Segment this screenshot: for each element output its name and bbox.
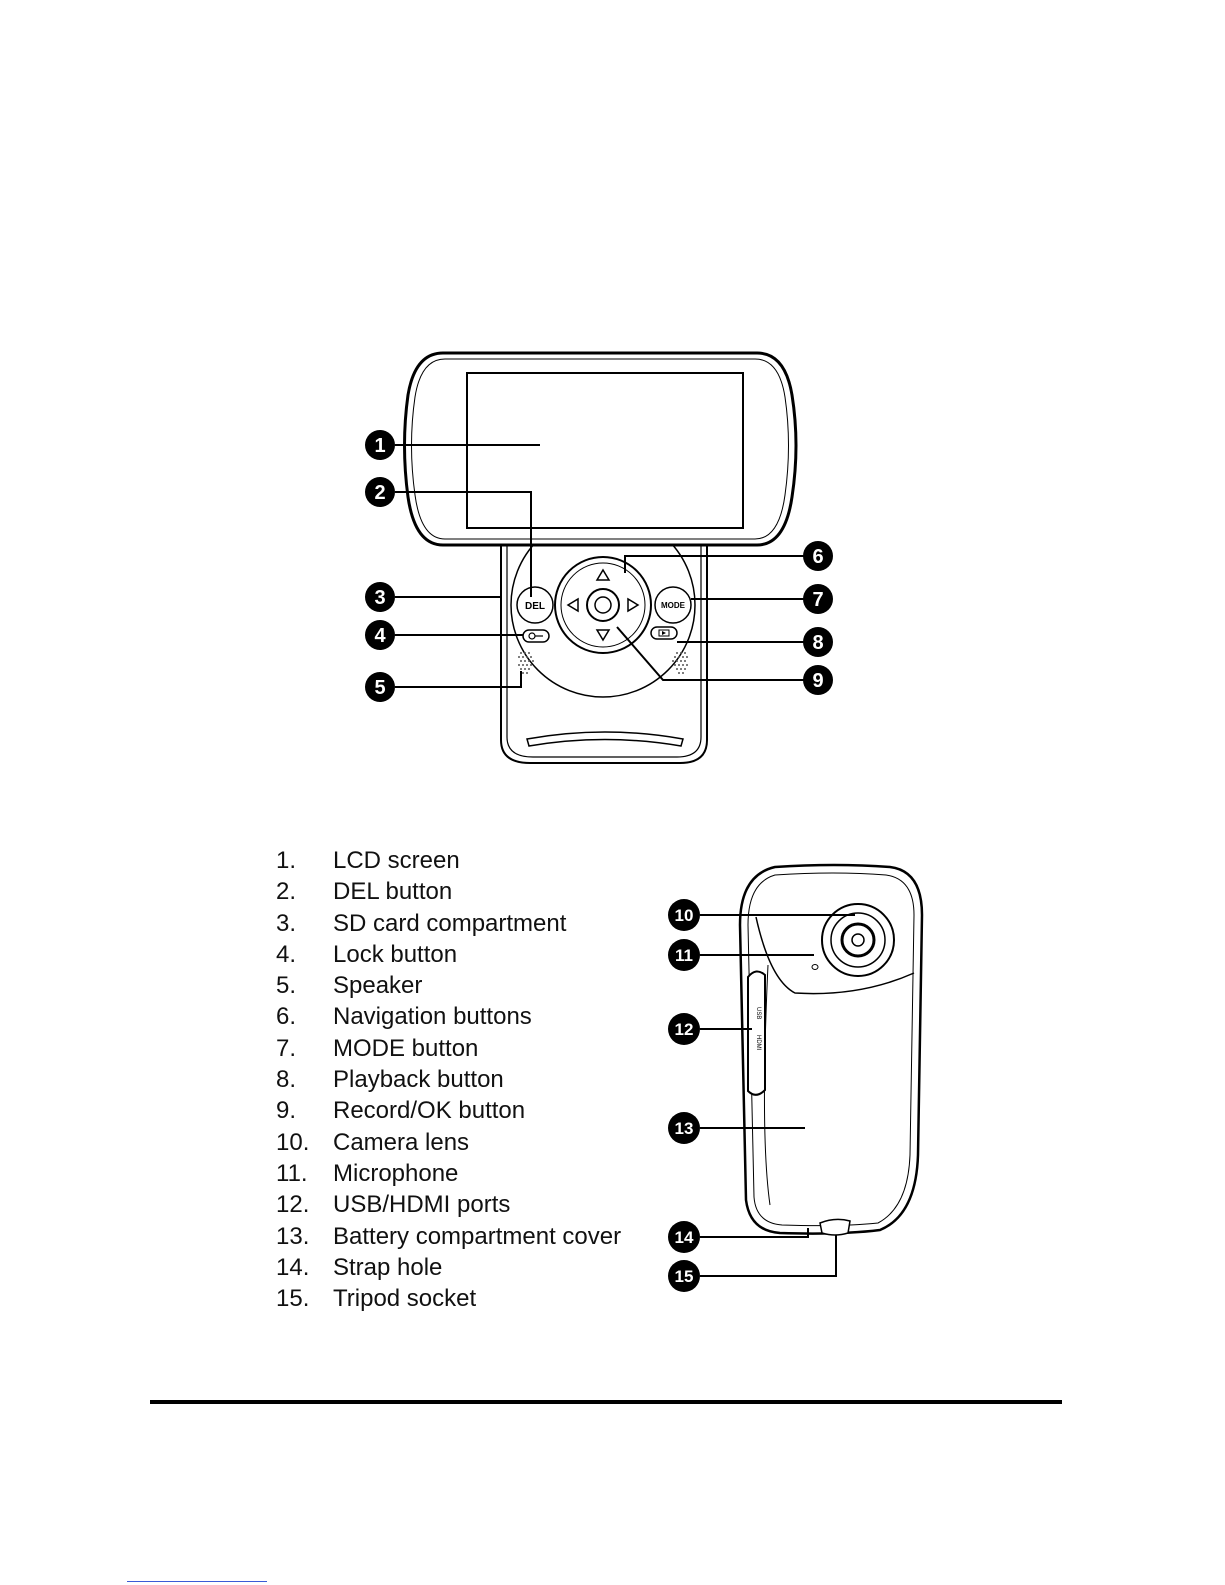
camera-back-diagram: USB HDMI 10 11 12 13 14 15 [668, 863, 924, 1292]
callout-12: 12 [668, 1013, 700, 1045]
svg-text:11: 11 [675, 946, 693, 965]
callout-5: 5 [365, 672, 395, 702]
footer-link-underline [127, 1581, 267, 1582]
svg-text:15: 15 [675, 1267, 694, 1286]
list-item: 8.Playback button [276, 1066, 504, 1094]
svg-text:13: 13 [675, 1119, 694, 1138]
usb-hdmi-port-cover: USB HDMI [747, 970, 766, 1096]
speaker-grille-right [672, 652, 688, 674]
callout-3: 3 [365, 582, 395, 612]
list-item: 4.Lock button [276, 940, 458, 968]
svg-text:10: 10 [675, 906, 694, 925]
playback-button[interactable] [650, 626, 678, 640]
list-item: 10.Camera lens [276, 1128, 470, 1156]
callout-1: 1 [365, 430, 395, 460]
list-item: 5.Speaker [276, 972, 423, 1000]
list-item: 9.Record/OK button [276, 1097, 526, 1125]
hdmi-label: HDMI [755, 1035, 761, 1051]
callout-7: 7 [803, 584, 833, 614]
list-item: 14.Strap hole [276, 1253, 443, 1281]
list-item: 13.Battery compartment cover [276, 1222, 622, 1250]
list-item: 12.USB/HDMI ports [276, 1191, 511, 1219]
usb-label: USB [755, 1007, 761, 1019]
svg-text:3: 3 [374, 587, 385, 609]
svg-text:7: 7 [812, 589, 823, 611]
callout-15: 15 [668, 1260, 700, 1292]
list-item: 15.Tripod socket [276, 1285, 477, 1313]
callout-4: 4 [365, 620, 395, 650]
speaker-grille-left [518, 652, 534, 674]
callout-9: 9 [803, 665, 833, 695]
list-item: 3.SD card compartment [276, 909, 567, 937]
camera-lens [821, 903, 895, 977]
del-button-label: DEL [525, 601, 545, 612]
list-item: 2.DEL button [276, 878, 453, 906]
parts-list: 1.LCD screen 2.DEL button 3.SD card comp… [276, 845, 621, 1314]
list-item: 11.Microphone [276, 1159, 459, 1187]
del-button[interactable]: DEL [516, 586, 554, 624]
callout-11: 11 [668, 939, 700, 971]
lock-button[interactable] [522, 629, 550, 643]
microphone [811, 964, 819, 970]
callout-2: 2 [365, 477, 395, 507]
callout-10: 10 [668, 899, 700, 931]
svg-text:1: 1 [374, 435, 385, 457]
camera-front-diagram: DEL MODE [365, 351, 833, 764]
svg-text:14: 14 [675, 1228, 694, 1247]
callout-8: 8 [803, 627, 833, 657]
svg-text:6: 6 [812, 546, 823, 568]
list-item: 1.LCD screen [276, 847, 460, 874]
svg-text:8: 8 [812, 632, 823, 654]
footer-divider [150, 1400, 1062, 1404]
mode-button[interactable]: MODE [654, 586, 692, 624]
leader-lines [700, 914, 855, 1277]
record-ok-button[interactable] [586, 588, 620, 622]
list-item: 7.MODE button [276, 1034, 479, 1062]
svg-text:5: 5 [374, 677, 385, 699]
lcd-screen-panel [403, 351, 798, 547]
leader-lines [395, 444, 805, 688]
svg-text:9: 9 [812, 670, 823, 692]
strap-hole-tripod-socket [819, 1218, 851, 1236]
mode-button-label: MODE [661, 601, 686, 610]
svg-text:12: 12 [675, 1020, 694, 1039]
callout-14: 14 [668, 1221, 700, 1253]
svg-text:4: 4 [374, 625, 386, 647]
list-item: 6.Navigation buttons [276, 1003, 532, 1031]
lcd-screen [466, 372, 744, 529]
callout-6: 6 [803, 541, 833, 571]
svg-text:2: 2 [374, 482, 385, 504]
callout-13: 13 [668, 1112, 700, 1144]
